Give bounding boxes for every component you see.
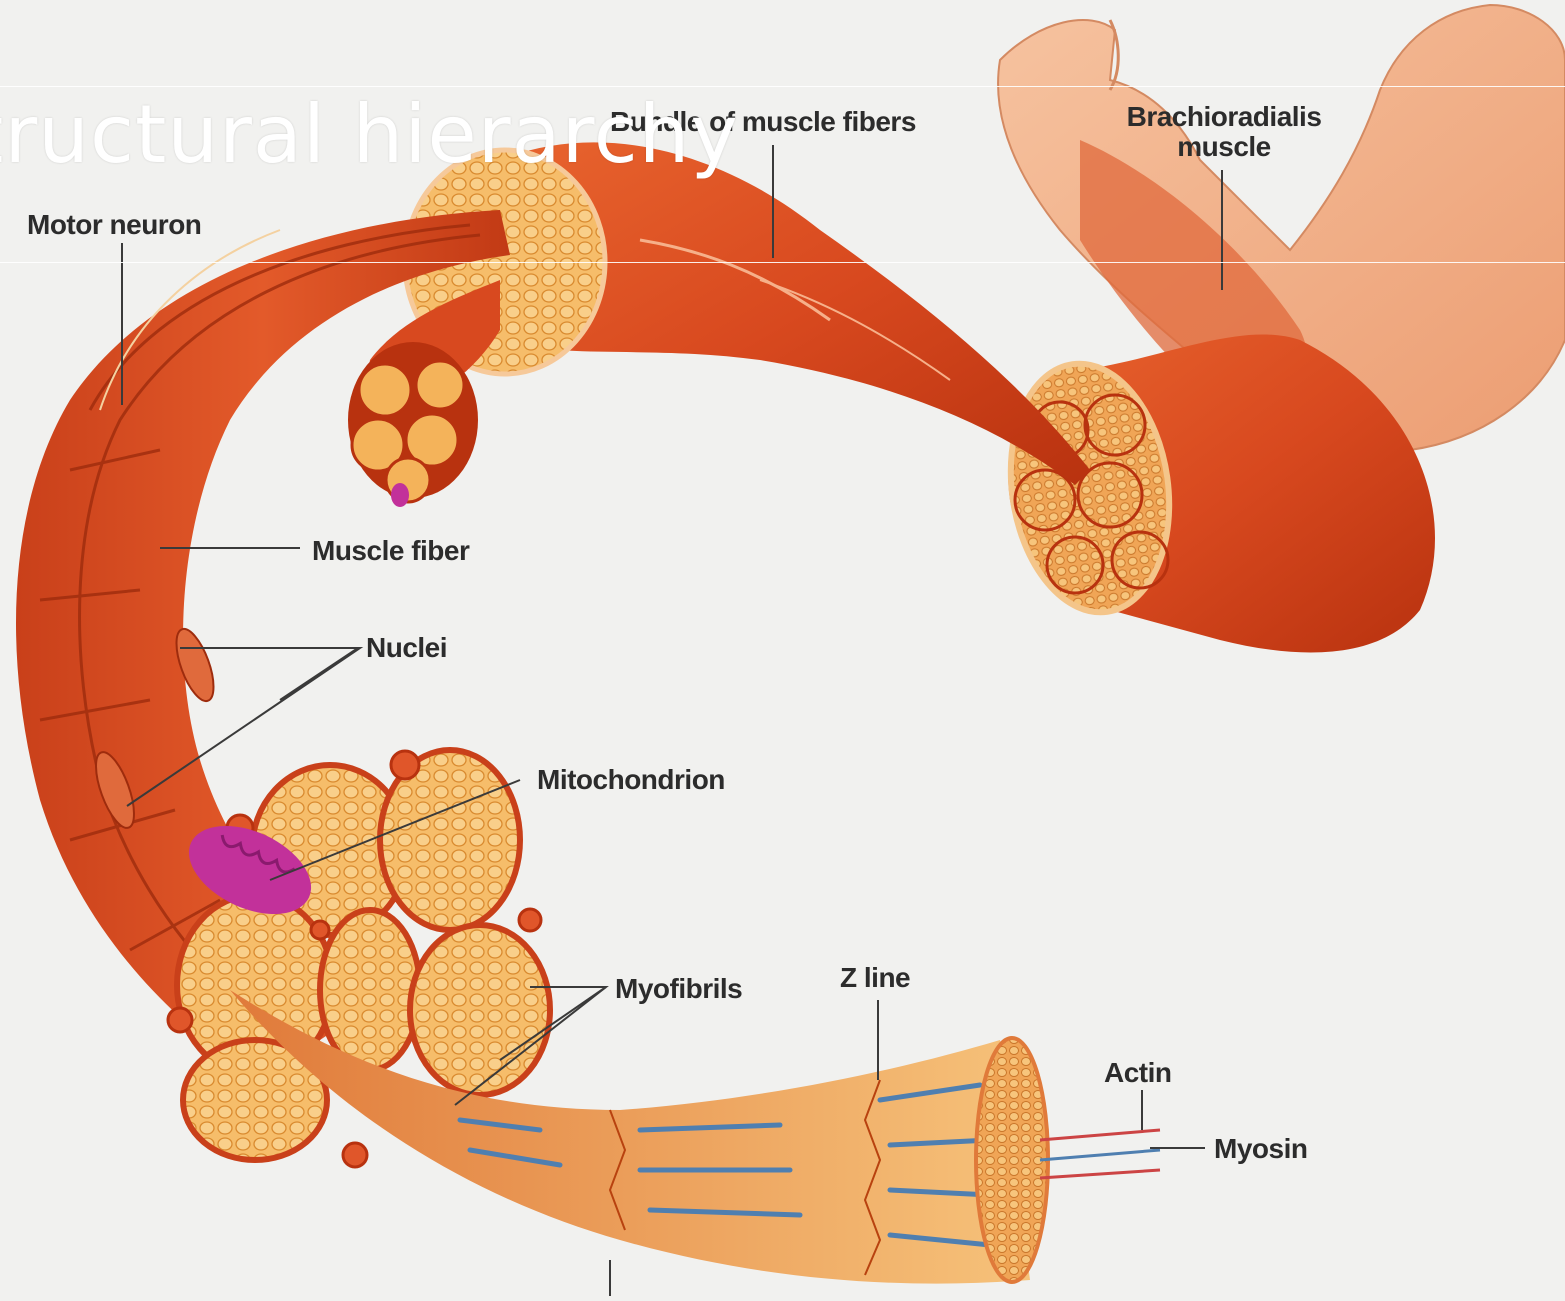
- slide-title: tructural hierarchy: [0, 88, 739, 181]
- label-brachioradialis-line2: muscle: [1118, 132, 1330, 162]
- label-myofibrils: Myofibrils: [615, 973, 742, 1005]
- title-band-top: [0, 86, 1565, 87]
- label-actin: Actin: [1104, 1057, 1172, 1089]
- label-z-line: Z line: [840, 962, 910, 994]
- fascicle: [405, 142, 1090, 485]
- label-muscle-fiber: Muscle fiber: [312, 535, 469, 567]
- label-brachioradialis-line1: Brachioradialis: [1118, 102, 1330, 132]
- title-band-bottom: [0, 262, 1565, 263]
- label-motor-neuron: Motor neuron: [27, 209, 201, 241]
- label-mitochondrion: Mitochondrion: [537, 764, 725, 796]
- label-nuclei: Nuclei: [366, 632, 447, 664]
- label-myosin: Myosin: [1214, 1133, 1307, 1165]
- label-brachioradialis: Brachioradialis muscle: [1118, 102, 1330, 162]
